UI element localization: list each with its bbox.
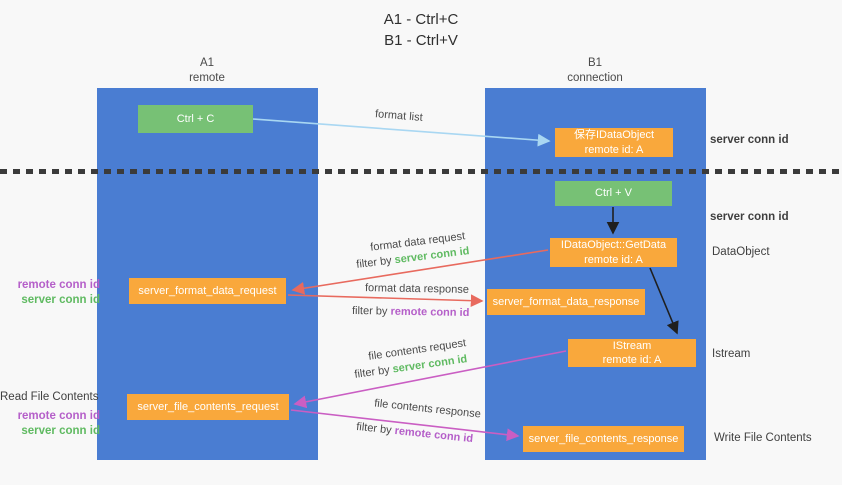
filter-by-text: filter by [351, 304, 388, 318]
remote-conn-id-label: remote conn id [17, 410, 100, 422]
node-server-format-data-response: server_format_data_response [487, 289, 645, 315]
remote-conn-id-text: remote conn id [390, 305, 470, 320]
arrow-label-format-data-response: format data response [364, 282, 470, 296]
server-conn-id-label: server conn id [21, 293, 100, 306]
node-istream-line1: IStream [612, 339, 652, 352]
write-file-contents-label: Write File Contents [714, 432, 812, 444]
left-conn-ids-2: remote conn id server conn id [0, 409, 100, 439]
dataobject-label: DataObject [712, 246, 770, 258]
lane-header-b1: B1 connection [535, 56, 655, 86]
node-istream-line2: remote id: A [602, 354, 662, 366]
read-file-contents-label: Read File Contents [0, 391, 99, 403]
right-server-conn-id-top: server conn id [710, 134, 789, 146]
node-save-idataobject: 保存IDataObject remote id: A [555, 128, 673, 157]
istream-label: Istream [712, 348, 751, 360]
node-server-format-data-request: server_format_data_request [129, 278, 286, 304]
arrow-label-filter-remote-1: filter by remote conn id [352, 305, 470, 319]
node-idataobject-getdata: IDataObject::GetData remote id: A [550, 238, 677, 267]
dotted-divider [0, 169, 842, 174]
node-format-request-label: server_format_data_request [138, 284, 277, 297]
arrow-label-format-list: format list [374, 108, 424, 124]
node-getdata-line2: remote id: A [584, 253, 643, 266]
filter-by-text: filter by [355, 420, 393, 437]
node-server-file-contents-request: server_file_contents_request [127, 394, 289, 420]
node-ctrl-c-label: Ctrl + C [176, 112, 215, 125]
remote-conn-id-label: remote conn id [17, 279, 100, 291]
arrow-label-file-contents-response: file contents response [373, 397, 482, 421]
node-getdata-line1: IDataObject::GetData [560, 239, 667, 252]
lane-a1-name: A1 [199, 57, 215, 69]
remote-conn-id-text: remote conn id [394, 424, 474, 446]
lane-header-a1: A1 remote [147, 56, 267, 86]
arrow-label-filter-remote-2: filter by remote conn id [356, 421, 474, 445]
diagram-title: A1 - Ctrl+C B1 - Ctrl+V [0, 9, 842, 51]
node-save-idataobject-line2: remote id: A [584, 143, 644, 156]
node-file-response-label: server_file_contents_response [528, 432, 679, 445]
node-file-request-label: server_file_contents_request [137, 400, 279, 413]
node-ctrl-c: Ctrl + C [138, 105, 253, 133]
right-server-conn-id-mid: server conn id [710, 211, 789, 223]
node-server-file-contents-response: server_file_contents_response [523, 426, 684, 452]
left-conn-ids-1: remote conn id server conn id [0, 278, 100, 308]
node-save-idataobject-line1: 保存IDataObject [573, 129, 655, 142]
server-conn-id-label: server conn id [21, 424, 100, 437]
title-line-1: A1 - Ctrl+C [383, 11, 459, 28]
node-ctrl-v: Ctrl + V [555, 181, 672, 206]
filter-by-text: filter by [353, 364, 391, 381]
lane-b1-name: B1 [587, 57, 603, 69]
title-line-2: B1 - Ctrl+V [384, 32, 458, 49]
node-istream: IStream remote id: A [568, 339, 696, 367]
lane-a1-subtitle: remote [189, 71, 225, 84]
filter-by-text: filter by [355, 254, 393, 271]
node-ctrl-v-label: Ctrl + V [595, 187, 632, 200]
node-format-response-label: server_format_data_response [492, 295, 640, 308]
lane-b1-subtitle: connection [567, 71, 623, 84]
